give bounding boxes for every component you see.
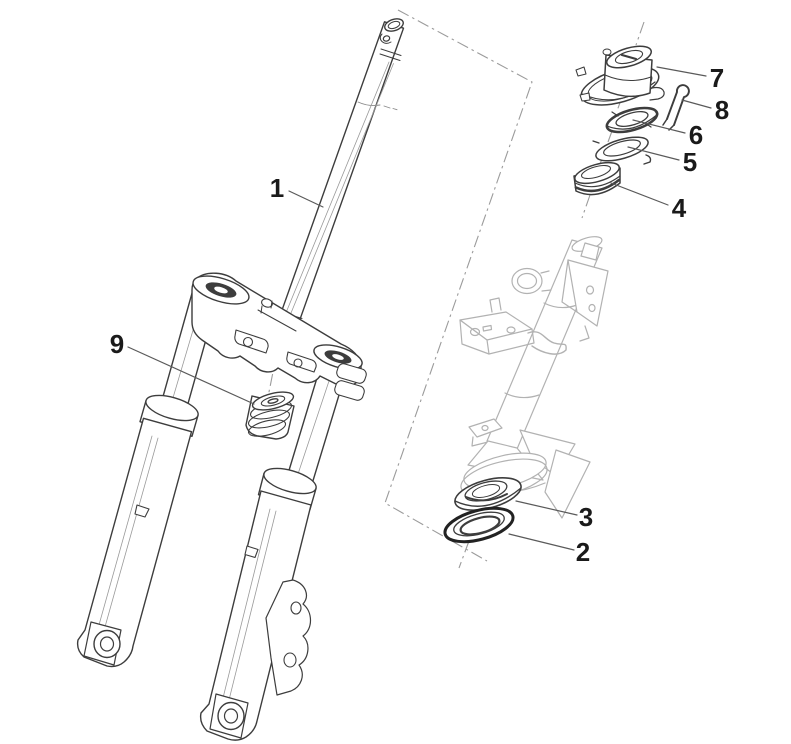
explosion-boundary-line: [384, 9, 533, 562]
ghost-hook-spring: [527, 331, 567, 355]
ghost-right-bracket: [580, 242, 600, 261]
callout-9: 9: [110, 329, 255, 405]
ghost-mid-flange: [468, 418, 503, 438]
steering-tube: [271, 18, 405, 344]
leader-line-4: [610, 182, 669, 206]
right-axle-eye: [217, 701, 245, 731]
washer-tab: [643, 154, 652, 165]
axis-segment-bearing-to-column: [581, 194, 591, 219]
clamp-side-bolt-1: [336, 363, 367, 384]
left-outer-tube: [76, 417, 193, 668]
callout-4: 4: [610, 182, 687, 223]
leader-line-5: [627, 146, 680, 161]
leader-line-6: [632, 119, 686, 134]
callout-2: 2: [508, 533, 590, 567]
brake-caliper-bracket: [265, 579, 312, 696]
right-fork-leg: [199, 355, 350, 741]
callouts: 1 9 7 8 6 5 4 3: [110, 63, 729, 567]
dust-seal-ring: [443, 506, 515, 544]
clamp-pinch-block-1: [234, 329, 269, 354]
leader-line-2: [508, 533, 575, 551]
cap-rim-tab-1: [575, 66, 587, 77]
callout-number-1: 1: [270, 173, 284, 203]
callout-number-5: 5: [683, 147, 697, 177]
callout-number-9: 9: [110, 329, 124, 359]
callout-number-6: 6: [689, 120, 703, 150]
axis-segment-ringnut-to-washer: [607, 130, 613, 143]
left-axle-eye: [93, 629, 121, 659]
leader-line-9: [127, 346, 255, 405]
leader-line-8: [681, 99, 712, 109]
steering-lock-cap: [575, 45, 665, 106]
ring-nut: [605, 106, 659, 134]
ribbed-bushing: [245, 391, 295, 440]
callout-3: 3: [515, 500, 593, 532]
right-cable-tab: [244, 545, 259, 559]
leader-line-7: [656, 66, 707, 77]
callout-number-2: 2: [576, 537, 590, 567]
cap-ear: [649, 86, 665, 101]
clamp-side-bolt-2: [334, 380, 365, 401]
callout-number-4: 4: [672, 193, 687, 223]
callout-6: 6: [632, 119, 703, 150]
ghost-clamp-ring: [511, 267, 543, 295]
lock-washer: [592, 136, 652, 165]
callout-7: 7: [656, 63, 724, 93]
triple-clamp: [191, 272, 367, 401]
leader-line-1: [288, 190, 324, 208]
ghost-steering-column-assembly: [459, 236, 609, 519]
clamp-top-bolt: [261, 298, 273, 308]
axis-segment-below-seal: [458, 540, 470, 569]
lower-bearing: [454, 477, 522, 511]
leader-line-3: [515, 500, 578, 516]
callout-1: 1: [270, 173, 324, 208]
callout-number-8: 8: [715, 95, 729, 125]
cap-rim-tab-2: [579, 92, 591, 102]
callout-8: 8: [681, 95, 729, 125]
axis-segment-above-cap: [635, 21, 645, 46]
upper-bearing: [573, 161, 621, 196]
callout-number-3: 3: [579, 502, 593, 532]
callout-5: 5: [627, 146, 697, 177]
left-cable-tab: [134, 504, 150, 518]
tube-lanyard-hole: [379, 33, 392, 44]
callout-number-7: 7: [710, 63, 724, 93]
